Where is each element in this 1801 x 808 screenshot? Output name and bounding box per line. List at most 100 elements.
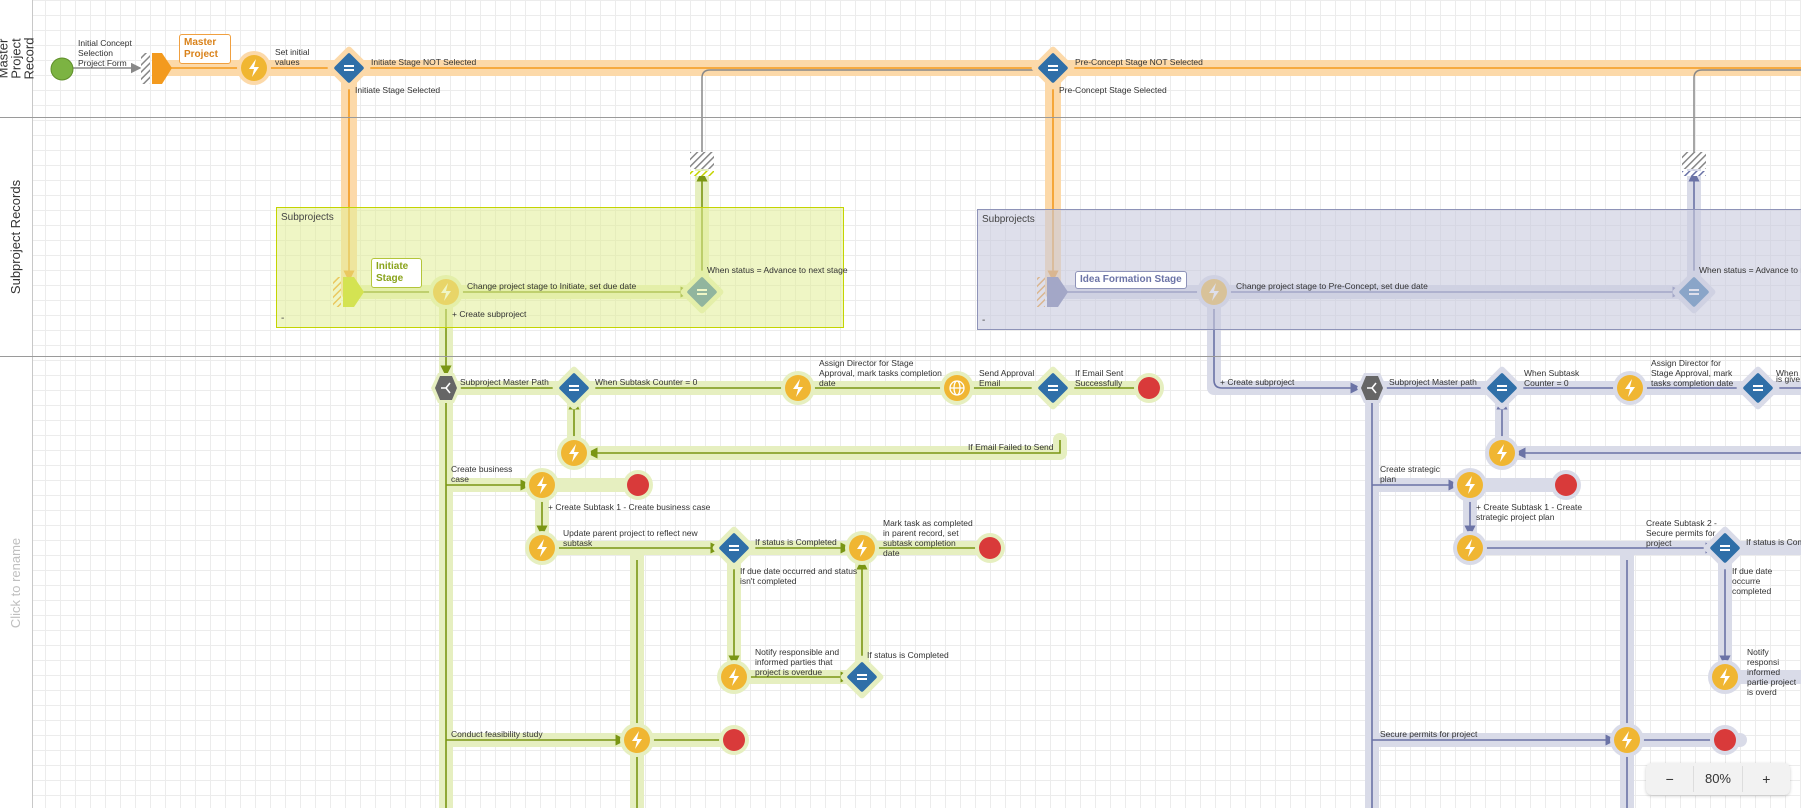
branch-label: When bbox=[1776, 368, 1799, 378]
decision-node[interactable] bbox=[1735, 365, 1780, 410]
zoom-control: − 80% + bbox=[1646, 763, 1790, 795]
equals-icon bbox=[1497, 385, 1507, 391]
send-email-node[interactable] bbox=[940, 371, 974, 405]
split-node[interactable] bbox=[1357, 373, 1387, 403]
action-label: Update parent project to reflect new sub… bbox=[563, 528, 698, 548]
globe-icon bbox=[949, 380, 965, 396]
equals-icon bbox=[857, 674, 867, 680]
action-label: Mark task as completed in parent record,… bbox=[883, 518, 973, 558]
create-subproject-label: Create subproject bbox=[459, 309, 527, 319]
action-node[interactable] bbox=[1453, 468, 1487, 502]
branch-label: When status = Advance to ne bbox=[1699, 265, 1801, 275]
action-label: Change project stage to Initiate, set du… bbox=[467, 281, 637, 291]
action-node[interactable] bbox=[237, 51, 271, 85]
start-event bbox=[50, 57, 74, 81]
group-collapse-toggle[interactable]: - bbox=[982, 315, 986, 326]
lane-divider bbox=[0, 117, 1801, 118]
action-label: Assign Director for Stage Approval, mark… bbox=[1651, 358, 1734, 388]
branch-label: Subproject Master path bbox=[1389, 377, 1477, 387]
branch-label: If due date occurred and status isn't co… bbox=[740, 566, 858, 586]
branch-label: If status is Completed bbox=[755, 537, 837, 547]
action-label: Notify responsible and informed parties … bbox=[755, 647, 840, 677]
create-subproject-label: Create subproject bbox=[1227, 377, 1295, 387]
zoom-out-button[interactable]: − bbox=[1665, 771, 1674, 787]
action-node[interactable] bbox=[1610, 723, 1644, 757]
branch-label: Create strategic plan bbox=[1380, 464, 1440, 484]
right-end-hatch-blue bbox=[1682, 171, 1706, 176]
swimlane-header-column: Master Project Record Subproject Records… bbox=[0, 0, 37, 808]
branch-label: Secure permits for project bbox=[1380, 729, 1478, 739]
action-node[interactable] bbox=[1708, 660, 1742, 694]
lane-master-project-record[interactable]: Master Project Record bbox=[0, 0, 37, 117]
group-title: Subprojects bbox=[281, 212, 334, 223]
lightning-icon bbox=[1622, 731, 1632, 749]
action-node[interactable] bbox=[1613, 371, 1647, 405]
action-node[interactable] bbox=[1453, 531, 1487, 565]
subprojects-group-left[interactable]: Subprojects - bbox=[276, 207, 844, 328]
decision-node[interactable] bbox=[1702, 525, 1747, 570]
set-values-label: Set initial values bbox=[275, 47, 310, 67]
action-node[interactable] bbox=[717, 660, 751, 694]
action-node[interactable] bbox=[525, 468, 559, 502]
lightning-icon bbox=[632, 731, 642, 749]
action-node[interactable] bbox=[525, 531, 559, 565]
decision-node[interactable] bbox=[711, 525, 756, 570]
decision-node[interactable] bbox=[326, 45, 371, 90]
zoom-level: 80% bbox=[1693, 766, 1743, 792]
subprojects-group-right[interactable]: Subprojects - bbox=[977, 209, 1801, 330]
decision-node[interactable] bbox=[1030, 45, 1075, 90]
stage-label-initiate[interactable]: Initiate Stage bbox=[371, 258, 422, 288]
action-node[interactable] bbox=[620, 723, 654, 757]
action-label: Notify responsi informed partie project … bbox=[1747, 647, 1797, 697]
branch-label: Initiate Stage NOT Selected bbox=[371, 57, 477, 67]
end-event[interactable] bbox=[623, 470, 653, 500]
end-event[interactable] bbox=[1134, 373, 1164, 403]
end-event[interactable] bbox=[1710, 725, 1740, 755]
decision-node[interactable] bbox=[839, 654, 884, 699]
action-label: Create Subtask 2 - Secure permits for pr… bbox=[1646, 518, 1717, 548]
branch-label: If due date occurre completed bbox=[1732, 566, 1773, 596]
equals-icon bbox=[1753, 385, 1763, 391]
decision-node[interactable] bbox=[1479, 365, 1524, 410]
lane-rename-label[interactable]: Click to rename bbox=[8, 537, 23, 628]
group-title: Subprojects bbox=[982, 214, 1035, 225]
subtask-label: Create Subtask 1 - Create business case bbox=[555, 502, 711, 512]
lane-unnamed[interactable]: Click to rename bbox=[0, 357, 32, 808]
lane-label: Subproject Records bbox=[8, 179, 24, 295]
decision-node[interactable] bbox=[551, 365, 596, 410]
action-label: + Create Subtask 1 - Create business cas… bbox=[548, 502, 711, 512]
branch-label: If status is Completed bbox=[867, 650, 949, 660]
stage-label-idea-formation[interactable]: Idea Formation Stage bbox=[1075, 271, 1187, 289]
lane-label: Master Project Record bbox=[0, 37, 37, 80]
lightning-icon bbox=[1720, 668, 1730, 686]
decision-node[interactable] bbox=[1030, 365, 1075, 410]
action-node[interactable] bbox=[557, 436, 591, 470]
action-label: + Create Subtask 1 - Create strategic pr… bbox=[1476, 502, 1583, 522]
end-event[interactable] bbox=[975, 533, 1005, 563]
split-node[interactable] bbox=[431, 373, 461, 403]
branch-label: Pre-Concept Stage Selected bbox=[1059, 85, 1167, 95]
branch-label: Pre-Concept Stage NOT Selected bbox=[1075, 57, 1203, 67]
branch-label: When status = Advance to next stage bbox=[707, 265, 848, 275]
lightning-icon bbox=[569, 444, 579, 462]
action-label: Change project stage to Pre-Concept, set… bbox=[1236, 281, 1428, 291]
zoom-in-button[interactable]: + bbox=[1762, 771, 1771, 787]
stage-label-master-project[interactable]: Master Project bbox=[179, 34, 231, 64]
subtask-label: Create Subtask 1 - Create strategic proj… bbox=[1476, 502, 1583, 522]
end-event[interactable] bbox=[719, 725, 749, 755]
trigger-label: Initial Concept Selection Project Form bbox=[78, 38, 132, 68]
branch-label: Conduct feasibility study bbox=[451, 729, 543, 739]
group-collapse-toggle[interactable]: - bbox=[281, 313, 285, 324]
end-event[interactable] bbox=[1551, 470, 1581, 500]
left-end-hatch-green bbox=[690, 171, 714, 176]
lane-subproject-records[interactable]: Subproject Records bbox=[0, 118, 32, 356]
branch-label: is give bbox=[1776, 374, 1801, 384]
action-node[interactable] bbox=[781, 371, 815, 405]
left-end-hatch bbox=[690, 152, 714, 169]
lightning-icon bbox=[1497, 444, 1507, 462]
action-node[interactable] bbox=[845, 531, 879, 565]
equals-icon bbox=[1048, 65, 1058, 71]
action-label: Send Approval Email bbox=[979, 368, 1035, 388]
action-node[interactable] bbox=[1485, 436, 1519, 470]
